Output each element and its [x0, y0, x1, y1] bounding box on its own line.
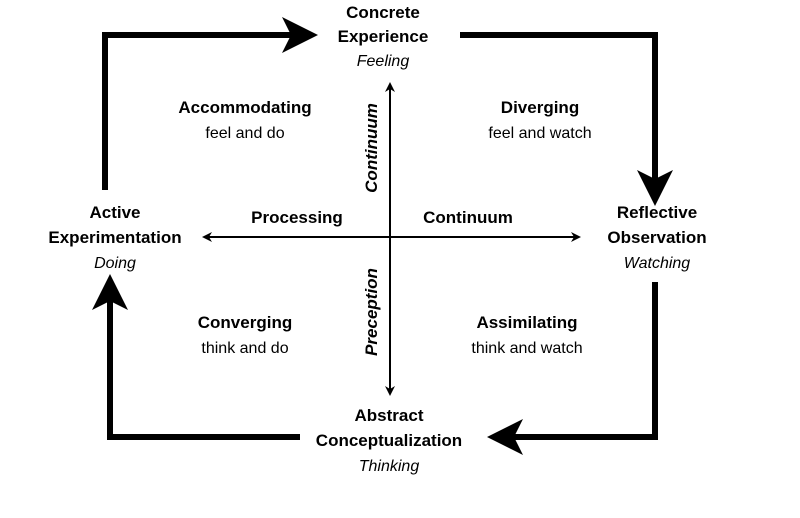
- cycle-arrow-reflective-to-abstract: [487, 282, 658, 455]
- stage-reflective-observation: Reflective Observation Watching: [607, 203, 706, 272]
- style-name: Converging: [198, 313, 292, 332]
- cycle-arrow-active-to-concrete: [102, 17, 318, 190]
- stage-title: Concrete: [346, 3, 420, 22]
- style-desc: think and do: [201, 340, 288, 357]
- stage-concrete-experience: Concrete Experience Feeling: [338, 3, 429, 70]
- stage-abstract-conceptualization: Abstract Conceptualization Thinking: [316, 406, 462, 475]
- stage-mode: Watching: [624, 255, 691, 272]
- stage-mode: Feeling: [357, 53, 410, 70]
- style-converging: Converging think and do: [198, 313, 292, 357]
- stage-active-experimentation: Active Experimentation Doing: [48, 203, 181, 272]
- style-name: Diverging: [501, 98, 579, 117]
- stage-title: Active: [89, 203, 140, 222]
- style-desc: think and watch: [471, 340, 582, 357]
- stage-title: Reflective: [617, 203, 697, 222]
- cycle-arrow-abstract-to-active: [92, 274, 300, 440]
- style-accommodating: Accommodating feel and do: [178, 98, 311, 142]
- stage-mode: Doing: [94, 255, 136, 272]
- stage-mode: Thinking: [359, 458, 420, 475]
- stage-title: Experimentation: [48, 228, 181, 247]
- style-desc: feel and watch: [488, 125, 591, 142]
- stage-title: Observation: [607, 228, 706, 247]
- axis-label-continuum-vertical: Continuum: [362, 103, 381, 193]
- style-name: Accommodating: [178, 98, 311, 117]
- axis-label-continuum-horizontal: Continuum: [423, 208, 513, 227]
- axis-label-processing: Processing: [251, 208, 343, 227]
- style-diverging: Diverging feel and watch: [488, 98, 591, 142]
- stage-title: Experience: [338, 27, 429, 46]
- axis-label-perception: Preception: [362, 268, 381, 356]
- style-desc: feel and do: [205, 125, 284, 142]
- style-assimilating: Assimilating think and watch: [471, 313, 582, 357]
- stage-title: Abstract: [355, 406, 424, 425]
- style-name: Assimilating: [476, 313, 577, 332]
- stage-title: Conceptualization: [316, 431, 462, 450]
- cycle-arrow-concrete-to-reflective: [460, 32, 673, 206]
